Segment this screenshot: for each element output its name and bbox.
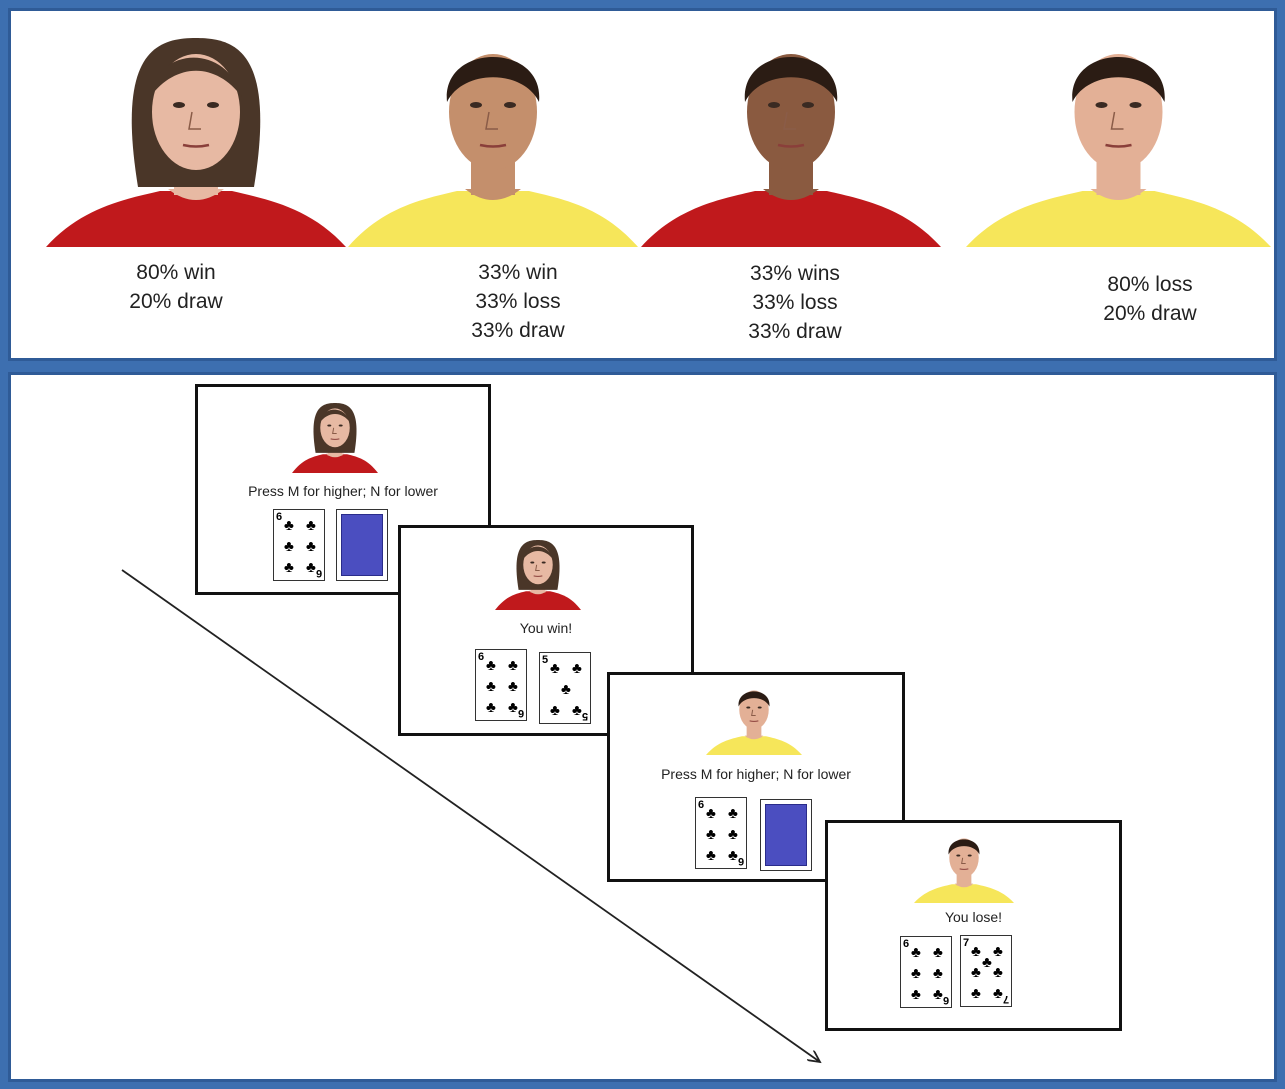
club-suit-icon: ♣ <box>550 702 560 719</box>
playing-card: 7♣♣♣♣♣♣♣7 <box>960 935 1012 1007</box>
playing-card: 6♣♣♣♣♣♣6 <box>695 797 747 869</box>
card-rank: 6 <box>942 994 949 1006</box>
playing-card: 6♣♣♣♣♣♣6 <box>900 936 952 1008</box>
time-arrow <box>121 569 1277 1082</box>
trial-sequence-panel: Press M for higher; N for lower 6♣♣♣♣♣♣6… <box>8 372 1277 1082</box>
trial-4-face <box>914 838 1014 903</box>
club-suit-icon: ♣ <box>911 965 921 982</box>
club-suit-icon: ♣ <box>706 826 716 843</box>
club-suit-icon: ♣ <box>486 699 496 716</box>
caption-1-line-1: 80% win <box>136 261 216 284</box>
trial-1-message: Press M for higher; N for lower <box>248 483 438 499</box>
trial-3-face <box>706 690 802 755</box>
trial-1-face <box>292 403 378 473</box>
trial-4-message: You lose! <box>944 909 1003 925</box>
card-rank: 7 <box>1002 993 1009 1005</box>
club-suit-icon: ♣ <box>911 986 921 1003</box>
card-rank: 6 <box>315 567 322 579</box>
club-suit-icon: ♣ <box>993 985 1003 1002</box>
club-suit-icon: ♣ <box>284 559 294 576</box>
club-suit-icon: ♣ <box>982 954 992 971</box>
club-suit-icon: ♣ <box>911 944 921 961</box>
trial-2-face <box>495 540 581 610</box>
club-suit-icon: ♣ <box>508 657 518 674</box>
club-suit-icon: ♣ <box>728 805 738 822</box>
club-suit-icon: ♣ <box>971 943 981 960</box>
caption-1: 80% win 20% draw <box>76 258 276 316</box>
caption-4-line-2: 20% draw <box>1103 302 1197 325</box>
playing-card: 6♣♣♣♣♣♣6 <box>475 649 527 721</box>
club-suit-icon: ♣ <box>728 847 738 864</box>
card-rank: 6 <box>478 651 485 663</box>
caption-2-line-3: 33% draw <box>471 319 565 342</box>
club-suit-icon: ♣ <box>550 660 560 677</box>
club-suit-icon: ♣ <box>971 964 981 981</box>
card-back <box>760 799 812 871</box>
club-suit-icon: ♣ <box>572 660 582 677</box>
trial-2-message: You win! <box>519 620 573 636</box>
caption-2: 33% win 33% loss 33% draw <box>418 258 618 345</box>
caption-3-line-2: 33% loss <box>752 291 838 314</box>
trial-screen-1: Press M for higher; N for lower 6♣♣♣♣♣♣6 <box>195 384 491 595</box>
caption-3-line-3: 33% draw <box>748 320 842 343</box>
club-suit-icon: ♣ <box>284 517 294 534</box>
club-suit-icon: ♣ <box>572 702 582 719</box>
club-suit-icon: ♣ <box>306 538 316 555</box>
card-back-pattern <box>765 804 807 866</box>
club-suit-icon: ♣ <box>728 826 738 843</box>
card-rank: 6 <box>517 707 524 719</box>
card-rank: 6 <box>737 855 744 867</box>
club-suit-icon: ♣ <box>306 559 316 576</box>
trial-screen-4: You lose! 6♣♣♣♣♣♣6 7♣♣♣♣♣♣♣7 <box>825 820 1122 1031</box>
face-1-image <box>46 32 346 247</box>
club-suit-icon: ♣ <box>933 944 943 961</box>
card-rank: 6 <box>903 938 910 950</box>
club-suit-icon: ♣ <box>508 678 518 695</box>
club-suit-icon: ♣ <box>486 678 496 695</box>
card-back <box>336 509 388 581</box>
club-suit-icon: ♣ <box>561 681 571 698</box>
club-suit-icon: ♣ <box>933 965 943 982</box>
card-back-pattern <box>341 514 383 576</box>
trial-3-message: Press M for higher; N for lower <box>661 766 851 782</box>
club-suit-icon: ♣ <box>706 805 716 822</box>
face-3-image <box>641 32 941 247</box>
face-2-image <box>348 32 638 247</box>
club-suit-icon: ♣ <box>486 657 496 674</box>
club-suit-icon: ♣ <box>971 985 981 1002</box>
caption-3-line-1: 33% wins <box>750 262 840 285</box>
caption-2-line-2: 33% loss <box>475 290 561 313</box>
card-rank: 6 <box>698 799 705 811</box>
club-suit-icon: ♣ <box>306 517 316 534</box>
trial-screen-3: Press M for higher; N for lower 6♣♣♣♣♣♣6 <box>607 672 905 882</box>
card-rank: 7 <box>963 937 970 949</box>
club-suit-icon: ♣ <box>706 847 716 864</box>
card-rank: 6 <box>276 511 283 523</box>
caption-4-line-1: 80% loss <box>1107 273 1193 296</box>
caption-1-line-2: 20% draw <box>129 290 223 313</box>
card-rank: 5 <box>542 654 549 666</box>
club-suit-icon: ♣ <box>284 538 294 555</box>
caption-3: 33% wins 33% loss 33% draw <box>695 259 895 346</box>
club-suit-icon: ♣ <box>993 964 1003 981</box>
conditions-panel: 80% win 20% draw 33% win 33% loss 33% dr… <box>8 8 1277 361</box>
caption-2-line-1: 33% win <box>478 261 558 284</box>
club-suit-icon: ♣ <box>508 699 518 716</box>
playing-card: 6♣♣♣♣♣♣6 <box>273 509 325 581</box>
caption-4: 80% loss 20% draw <box>1050 270 1250 328</box>
club-suit-icon: ♣ <box>993 943 1003 960</box>
face-4-image <box>966 32 1271 247</box>
playing-card: 5♣♣♣♣♣5 <box>539 652 591 724</box>
card-rank: 5 <box>581 710 588 722</box>
club-suit-icon: ♣ <box>933 986 943 1003</box>
